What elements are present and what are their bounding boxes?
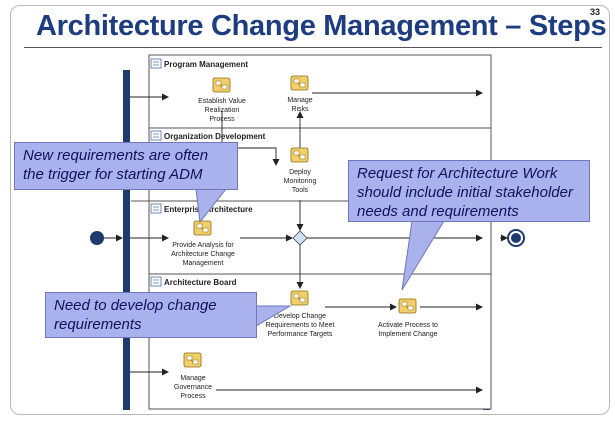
activity-activate-process: Activate Process to Implement Change (378, 298, 438, 338)
task-icon (183, 352, 202, 368)
activity-label: Deploy (289, 169, 311, 176)
left-sync-bar (123, 70, 130, 410)
title-divider (24, 47, 602, 48)
callout-line: the trigger for starting ADM (23, 166, 203, 183)
task-icon (398, 298, 417, 314)
activity-label: Management (183, 260, 224, 267)
activity-provide-analysis: Provide Analysis for Architecture Change… (171, 220, 235, 267)
callout-line: New requirements are often (23, 147, 209, 164)
activity-label: Process (180, 393, 206, 400)
activity-develop-change: Develop Change Requirements to Meet Perf… (266, 290, 335, 338)
lane-header-board: Architecture Board (150, 276, 237, 287)
callout-develop-change: Need to develop change requirements (45, 292, 257, 338)
activity-label: Performance Targets (268, 331, 333, 338)
lane-label: Program Management (164, 60, 248, 69)
callout-line: needs and requirements (357, 203, 519, 220)
page-number: 33 (590, 7, 601, 17)
callout-line: Need to develop change (54, 297, 217, 314)
lane-icon (150, 130, 162, 141)
slide-title: Architecture Change Management – Steps (36, 10, 607, 42)
start-node (90, 231, 104, 245)
activity-label: Process (209, 116, 235, 123)
callout-line: should include initial stakeholder (357, 184, 573, 201)
task-icon (290, 75, 309, 91)
end-node-core (511, 233, 521, 243)
activity-label: Requirements to Meet (266, 322, 335, 329)
activity-label: Develop Change (274, 313, 326, 320)
activity-establish-value: Establish Value Realization Process (198, 77, 246, 123)
lane-label: Organization Development (164, 132, 266, 141)
task-icon (212, 77, 231, 93)
callout-new-requirements: New requirements are often the trigger f… (14, 142, 238, 190)
lane-header-program: Program Management (150, 58, 248, 69)
activity-label: Provide Analysis for (172, 242, 234, 249)
activity-manage-risks: Manage Risks (287, 75, 313, 113)
activity-label: Manage (180, 375, 205, 382)
task-icon (290, 147, 309, 163)
callout-line: Request for Architecture Work (357, 165, 558, 182)
activity-label: Establish Value (198, 98, 246, 105)
activity-label: Governance (174, 384, 212, 391)
activity-label: Monitoring (284, 178, 317, 185)
callout-request-for-work: Request for Architecture Work should inc… (348, 160, 590, 222)
task-icon (290, 290, 309, 306)
lane-icon (150, 203, 162, 214)
lane-header-orgdev: Organization Development (150, 130, 266, 141)
activity-label: Realization (205, 107, 240, 114)
activity-label: Manage (287, 97, 312, 104)
flow-arrow (221, 111, 280, 166)
activity-manage-governance: Manage Governance Process (174, 352, 212, 400)
task-icon (193, 220, 212, 236)
activity-deploy-monitoring: Deploy Monitoring Tools (284, 147, 317, 194)
lane-icon (150, 58, 162, 69)
activity-label: Tools (292, 187, 309, 194)
activity-label: Architecture Change (171, 251, 235, 258)
activity-label: Risks (291, 106, 309, 113)
activity-label: Implement Change (378, 331, 437, 338)
activity-label: Activate Process to (378, 322, 438, 329)
callout-line: requirements (54, 316, 142, 333)
lane-label: Architecture Board (164, 278, 237, 287)
lane-icon (150, 276, 162, 287)
